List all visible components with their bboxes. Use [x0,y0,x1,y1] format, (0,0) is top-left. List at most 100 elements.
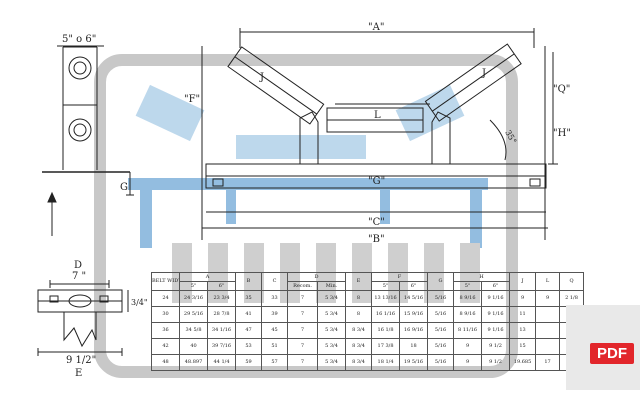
table-subheader-cell: 6" [399,281,429,291]
table-subheader-cell: Recom. [287,281,318,291]
table-cell: 7 [287,306,318,323]
table-cell: 8 3/4 [345,338,373,355]
watermark-conveyor-icon [128,84,488,248]
table-cell: 53 [235,338,262,355]
dim-a-label: "A" [368,22,384,33]
table-cell: 8 [345,306,373,323]
table-cell: 17 3/8 [371,338,401,355]
side-view [42,45,134,236]
table-subheader-cell: 5" [371,281,401,291]
table-cell: 5 3/4 [316,322,347,339]
table-cell: 57 [261,354,288,371]
table-cell: 8 9/16 [453,306,483,323]
table-cell: 36 [151,322,180,339]
table-cell: 7 [287,290,318,307]
table-subheader-cell: 6" [481,281,511,291]
g-side-label: G [120,182,128,193]
table-cell: 5 3/4 [316,290,347,307]
table-header-cell: G [427,272,455,291]
table-cell: 9 [453,338,483,355]
table-cell: 47 [235,322,262,339]
table-cell: 24 3/16 [179,290,208,307]
table-cell: 13 13/16 [371,290,401,307]
table-cell: 24 [151,290,180,307]
table-cell: 8 [345,290,373,307]
table-cell: 59 [235,354,262,371]
dim-b-label: "B" [368,234,385,245]
table-cell: 18 1/4 [371,354,401,371]
table-cell: 17 [535,354,561,371]
table-cell: 23 3/4 [207,290,236,307]
roller-j-right-label: J [481,68,486,79]
table-cell: 5 3/4 [316,354,347,371]
table-cell: 9 [535,290,561,307]
table-cell: 8 9/16 [453,290,483,307]
table-cell: 5 3/4 [316,338,347,355]
table-cell: 5/16 [427,290,455,307]
table-cell: 34 5/8 [179,322,208,339]
table-cell: 30 [151,306,180,323]
table-cell: 15 [509,338,537,355]
table-cell: 34 1/16 [207,322,236,339]
dim-h-label: "H" [553,128,571,139]
table-cell: 13 [509,322,537,339]
table-cell: 41 [235,306,262,323]
table-subheader-cell: Min. [316,281,347,291]
top-width-label: 5" o 6" [62,34,96,45]
foot-detail [37,280,129,356]
table-cell: 15 9/16 [399,306,429,323]
table-cell: 45 [261,322,288,339]
table-cell: 44 1/4 [207,354,236,371]
dimension-table: BELT WIDTH A B C D E F G H J L Q 5" 6" R… [151,272,585,371]
pdf-icon[interactable]: PDF [590,343,634,364]
table-cell [535,338,561,355]
table-cell: 40 [179,338,208,355]
dim-g-label: "G" [368,176,385,187]
table-header-cell: H [453,272,511,282]
table-cell: 48 [151,354,180,371]
table-cell: 39 7/16 [207,338,236,355]
table-header-cell: BELT WIDTH [151,272,180,291]
table-cell: 9 [453,354,483,371]
front-view [201,28,558,240]
table-cell [535,322,561,339]
table-cell: 14 5/16 [399,290,429,307]
table-cell: 8 11/16 [453,322,483,339]
table-header-cell: D [286,272,347,282]
table-cell: 7 [287,354,318,371]
table-cell: 33 [261,290,288,307]
table-cell: 28 7/8 [207,306,236,323]
table-cell: 29 5/16 [179,306,208,323]
pdf-badge[interactable]: PDF [566,305,640,390]
foot-d-label: D [74,260,82,271]
table-cell: 16 9/16 [399,322,429,339]
dim-c-label: "C" [368,217,385,228]
table-cell: 48.897 [179,354,208,371]
table-cell: 16 1/8 [371,322,401,339]
table-cell: 19 5/16 [399,354,429,371]
table-cell: 8 3/4 [345,322,373,339]
table-cell: 42 [151,338,180,355]
table-header-cell: B [235,272,262,291]
table-header-cell: C [261,272,288,291]
table-cell: 18 [399,338,429,355]
table-cell [535,306,561,323]
watermark-frame [94,54,518,378]
table-subheader-cell: 5" [453,281,483,291]
table-cell: 5/16 [427,338,455,355]
table-cell: 11 [509,306,537,323]
table-header-cell: J [509,272,537,291]
table-cell: 5/16 [427,322,455,339]
table-cell: 51 [261,338,288,355]
foot-side-label: 3/4" [131,298,148,307]
table-cell: 9 1/2 [481,354,511,371]
table-cell: 8 3/4 [345,354,373,371]
table-cell: 9 [509,290,537,307]
table-cell: 9 1/2 [481,338,511,355]
